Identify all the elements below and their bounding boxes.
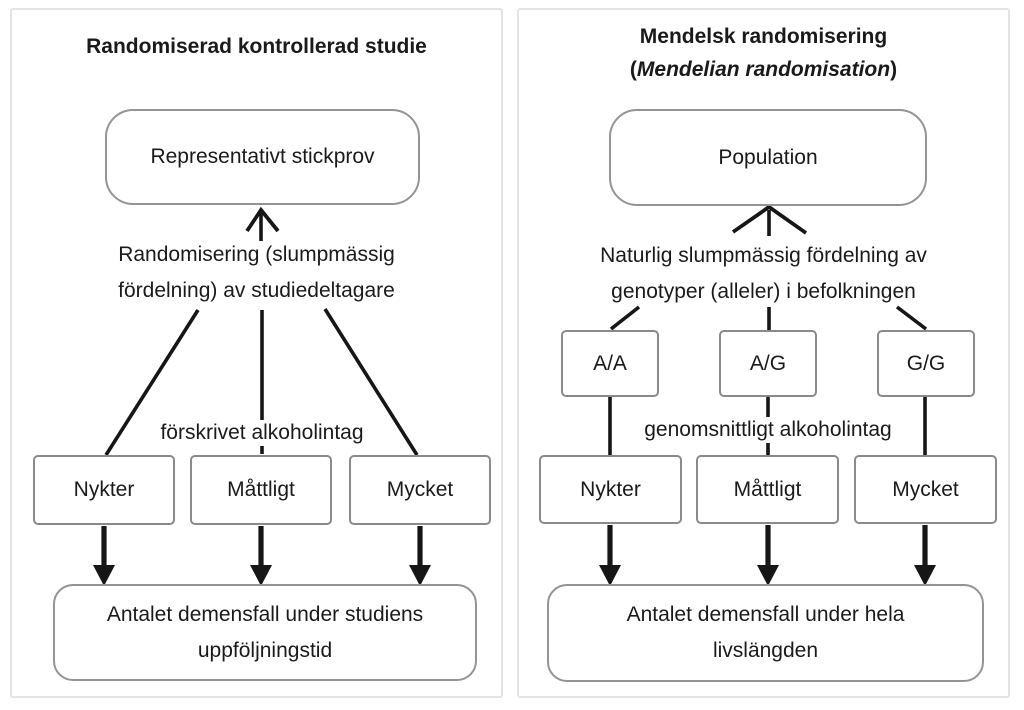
rct-outcome-box: Antalet demensfall under studiens uppföl… (53, 584, 477, 681)
rct-connectors (93, 206, 431, 586)
rct-group-label-mycket: Mycket (386, 478, 454, 501)
population-box: Population (609, 109, 927, 206)
natural-distribution-line1: Naturlig slumpmässig fördelning av (600, 244, 927, 267)
genotype-label-ag: A/G (749, 351, 787, 375)
sample-box-label: Representativt stickprov (150, 145, 375, 168)
mr-title-english: Mendelian randomisation (636, 58, 891, 81)
mr-panel: Mendelsk randomisering (Mendelian random… (517, 8, 1010, 698)
rct-group-box-mycket: Mycket (349, 455, 491, 525)
mr-outcome-line1: Antalet demensfall under hela (626, 603, 905, 626)
genotype-label-aa: A/A (593, 351, 627, 375)
mr-group-label-mycket: Mycket (892, 477, 959, 501)
outcome-arrow-head-left (93, 565, 115, 586)
mr-title: Mendelsk randomisering (Mendelian random… (519, 20, 1008, 86)
mr-group-label-mattligt: Måttligt (733, 477, 802, 501)
mr-group-box-mycket: Mycket (854, 455, 997, 524)
outcome-arrow-head-right (409, 565, 431, 586)
rct-panel: Randomiserad kontrollerad studie Represe… (10, 8, 503, 698)
natural-distribution-label: Naturlig slumpmässig fördelning av genot… (519, 238, 1008, 310)
outcome-arrow-head-left (599, 565, 621, 586)
outcome-arrow-head-right (914, 565, 936, 586)
mr-group-label-nykter: Nykter (580, 477, 641, 501)
rct-group-label-mattligt: Måttligt (227, 478, 295, 501)
randomization-label-line2: fördelning) av studiedeltagare (118, 279, 395, 302)
rct-title: Randomiserad kontrollerad studie (86, 35, 427, 58)
genotype-box-gg: G/G (877, 330, 975, 397)
outcome-arrow-head-center (757, 565, 779, 586)
genotype-line-right (895, 305, 928, 331)
mr-title-line2: (Mendelian randomisation) (629, 58, 898, 81)
rct-group-box-nykter: Nykter (33, 455, 175, 525)
outcome-arrow-head-center (250, 565, 272, 586)
genotype-label-gg: G/G (906, 351, 946, 375)
mr-outcome-line2: livslängden (712, 639, 819, 662)
genotype-line-left (609, 305, 641, 331)
mr-group-box-nykter: Nykter (539, 455, 682, 524)
randomization-label: Randomisering (slumpmässig fördelning) a… (12, 237, 501, 309)
genotype-box-aa: A/A (561, 330, 659, 397)
rct-group-label-nykter: Nykter (73, 478, 135, 501)
up-arrow-head (731, 204, 808, 235)
mr-group-box-mattligt: Måttligt (696, 455, 839, 524)
rct-outcome-line2: uppföljningstid (197, 638, 333, 662)
sample-box: Representativt stickprov (105, 109, 420, 205)
fan-line-right (323, 308, 419, 456)
rct-outcome-line1: Antalet demensfall under studiens (106, 602, 424, 626)
natural-distribution-line2: genotyper (alleler) i befolkningen (611, 280, 916, 303)
randomization-label-line1: Randomisering (slumpmässig (118, 243, 395, 266)
genotype-box-ag: A/G (719, 330, 817, 397)
mr-outcome-box: Antalet demensfall under hela livslängde… (547, 584, 984, 682)
mr-exposure-label: genomsnittligt alkoholintag (637, 417, 899, 443)
rct-exposure-label: förskrivet alkoholintag (153, 420, 371, 446)
mr-title-line1: Mendelsk randomisering (639, 25, 888, 48)
fan-line-left (104, 309, 200, 456)
rct-group-box-mattligt: Måttligt (190, 455, 332, 525)
population-box-label: Population (718, 145, 818, 169)
up-arrow-head (245, 206, 280, 233)
